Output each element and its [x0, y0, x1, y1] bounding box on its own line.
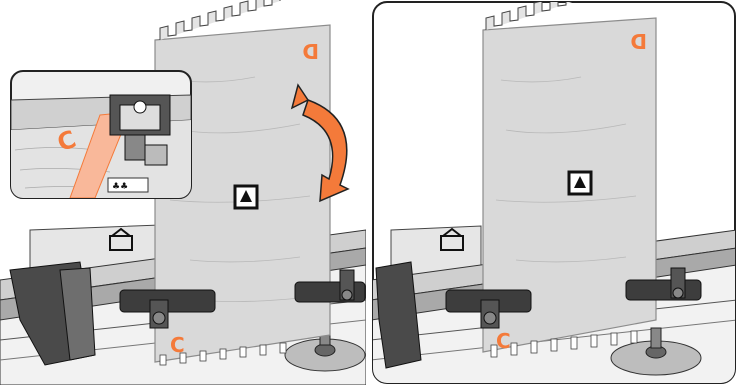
triangle-up-square-icon	[235, 186, 257, 208]
inset-detail: ♣♣ C	[11, 71, 191, 198]
left-illustration: D C	[0, 0, 366, 385]
svg-text:♣♣: ♣♣	[112, 182, 128, 192]
right-illustration: D C	[371, 0, 737, 385]
left-illustration-panel: D C	[0, 0, 366, 385]
triangle-up-square-icon	[569, 172, 591, 194]
label-top-right: D	[630, 29, 647, 53]
right-illustration-panel: D C	[371, 0, 737, 385]
label-bottom: C	[170, 333, 185, 357]
label-bottom-right: C	[496, 329, 511, 353]
label-top: D	[302, 39, 319, 63]
